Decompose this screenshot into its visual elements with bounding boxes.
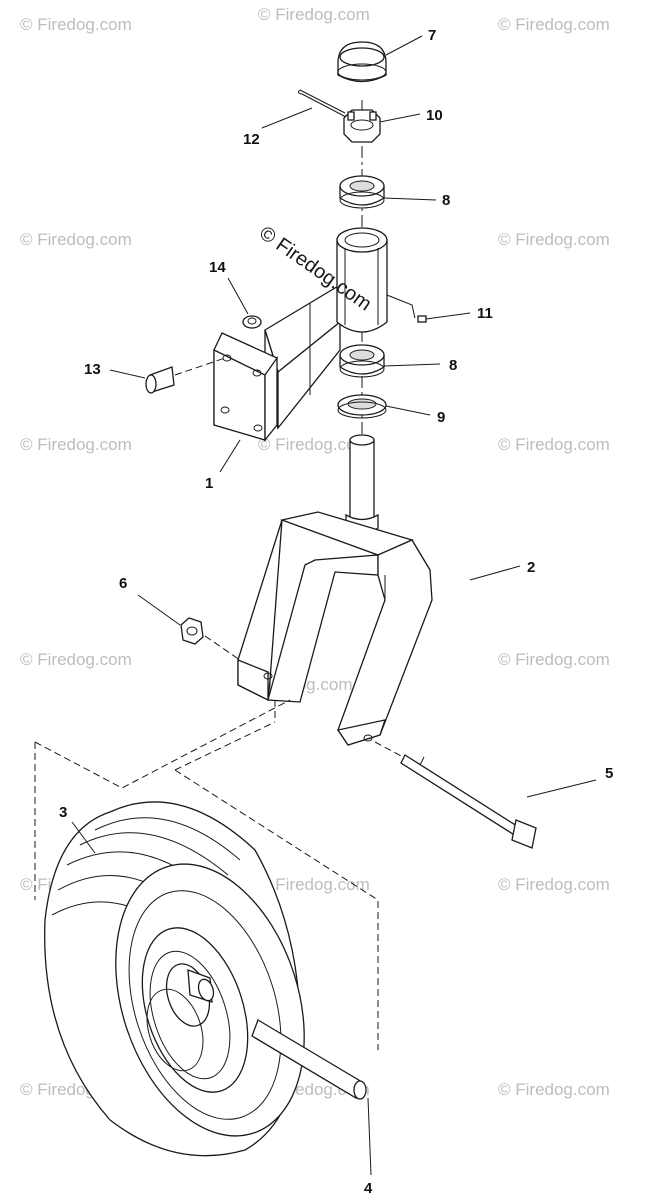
dust-cap-part — [337, 41, 387, 83]
callout-11: 11 — [477, 305, 493, 322]
cotter-pin-part — [297, 89, 347, 118]
lower-bearing-part — [339, 344, 385, 378]
callout-8-upper: 8 — [442, 192, 450, 209]
callout-9: 9 — [437, 409, 445, 426]
watermark: © Firedog.com — [258, 435, 370, 454]
upper-bearing-part — [339, 175, 385, 209]
caster-fork-part — [237, 434, 433, 746]
watermark: © Firedog.com — [498, 15, 610, 34]
callout-labels: 7 10 12 8 14 11 13 8 9 1 2 6 5 3 4 — [59, 27, 613, 1197]
seal-part — [337, 394, 387, 419]
callout-14: 14 — [209, 259, 226, 276]
watermark-layer: © Firedog.com © Firedog.com © Firedog.co… — [20, 5, 610, 1099]
watermark: © Firedog.com — [20, 15, 132, 34]
frame-mount-part — [213, 227, 388, 442]
assembly-lines — [34, 699, 379, 1050]
watermark: © Firedog.com — [20, 435, 132, 454]
watermark: © Firedog.com — [20, 650, 132, 669]
callout-8-lower: 8 — [449, 357, 457, 374]
plate-nut-part — [242, 315, 262, 329]
watermark: © Firedog.com — [498, 1080, 610, 1099]
callout-2: 2 — [527, 559, 535, 576]
fork-nut-part — [180, 617, 241, 661]
callout-5: 5 — [605, 765, 613, 782]
castle-nut-part — [343, 109, 381, 143]
callout-3: 3 — [59, 804, 67, 821]
plate-bolt-part — [145, 357, 226, 394]
callout-12: 12 — [243, 131, 260, 148]
wheel-tire-part — [44, 801, 305, 1157]
watermark: © Firedog.com — [258, 875, 370, 894]
watermark: © Firedog.com — [258, 5, 370, 24]
watermark: © Firedog.com — [498, 650, 610, 669]
callout-10: 10 — [426, 107, 443, 124]
leader-lines — [71, 35, 597, 1176]
callout-6: 6 — [119, 575, 127, 592]
watermark: © Firedog.com — [498, 230, 610, 249]
watermark: © Firedog.com — [498, 875, 610, 894]
callout-13: 13 — [84, 361, 101, 378]
callout-7: 7 — [428, 27, 436, 44]
watermark: © Firedog.com — [498, 435, 610, 454]
watermark: © Firedog.com — [20, 230, 132, 249]
callout-4: 4 — [364, 1180, 373, 1197]
axle-sleeve-part — [251, 1019, 367, 1100]
axle-bolt-part — [374, 741, 537, 849]
grease-fitting-part — [386, 294, 427, 323]
callout-1: 1 — [205, 475, 213, 492]
